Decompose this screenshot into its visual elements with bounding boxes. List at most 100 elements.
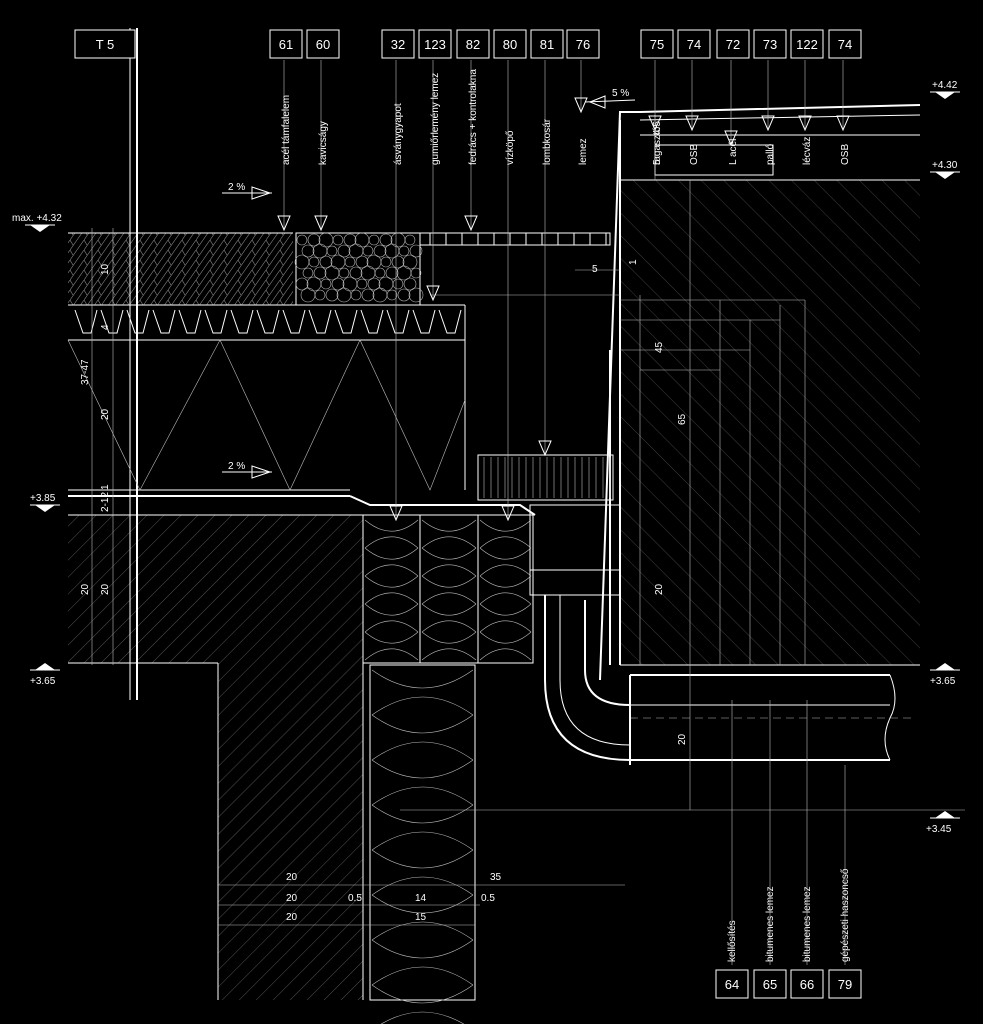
- top-ref-6: 81: [540, 37, 554, 52]
- detail-ref: T 5: [96, 37, 115, 52]
- top-ref-box-1: [306, 29, 340, 59]
- svg-text:15: 15: [415, 912, 427, 923]
- top-ref-12: 122: [796, 37, 818, 52]
- top-label-5: vízköpő: [505, 130, 516, 165]
- bottom-ref-0: 64: [725, 977, 739, 992]
- top-ref-box-13: [828, 29, 862, 59]
- drainage-cells: [74, 309, 462, 334]
- level-345: +3.45: [926, 811, 960, 835]
- top-ref-box-11: [753, 29, 787, 59]
- svg-text:+4.30: +4.30: [932, 160, 958, 171]
- svg-text:4: 4: [100, 324, 111, 330]
- svg-text:20: 20: [100, 408, 111, 420]
- leader-arrow-0: [277, 215, 291, 232]
- svg-text:4.5: 4.5: [652, 121, 663, 135]
- top-ref-box-7: [566, 29, 600, 59]
- top-ref-box-6: [530, 29, 564, 59]
- top-label-13: OSB: [840, 144, 851, 165]
- slope-cap: 5 %: [612, 88, 629, 99]
- top-ref-9: 74: [687, 37, 701, 52]
- leader-arrow-1: [314, 215, 328, 232]
- level-markers: +4.42 +4.30 max. +4.32 +3.85 +3.65 +3.65: [12, 80, 960, 835]
- slope-top: 2 %: [228, 182, 245, 193]
- top-label-11: palló: [765, 143, 776, 165]
- top-ref-box-9: [677, 29, 711, 59]
- leader-arrow-10: [724, 130, 738, 147]
- top-ref-2: 32: [391, 37, 405, 52]
- svg-text:10: 10: [100, 263, 111, 275]
- leader-arrow-12: [798, 115, 812, 132]
- svg-text:20: 20: [677, 733, 688, 745]
- leader-arrow-5: [501, 505, 515, 522]
- svg-text:1: 1: [628, 259, 639, 265]
- level-432: max. +4.32: [12, 213, 62, 232]
- svg-text:20: 20: [80, 583, 91, 595]
- slope-roof: 2 %: [228, 461, 245, 472]
- leader-arrow-3: [426, 285, 440, 302]
- top-ref-box-8: [640, 29, 674, 59]
- svg-text:20: 20: [286, 912, 298, 923]
- top-ref-box-2: [381, 29, 415, 59]
- top-ref-box-5: [493, 29, 527, 59]
- top-ref-13: 74: [838, 37, 852, 52]
- svg-text:0.5: 0.5: [348, 893, 362, 904]
- bottom-ref-box-0: [715, 969, 749, 999]
- svg-text:20: 20: [100, 583, 111, 595]
- mineral-wool: [362, 514, 534, 1024]
- svg-text:+4.42: +4.42: [932, 80, 958, 91]
- svg-text:35: 35: [490, 872, 502, 883]
- top-label-0: acél támfalelem: [281, 95, 292, 165]
- top-label-4: fedrács + kontrolakna: [468, 69, 479, 165]
- bottom-ref-box-3: [828, 969, 862, 999]
- top-label-6: lombkosár: [542, 118, 553, 165]
- level-365-left: +3.65: [30, 663, 60, 687]
- top-ref-box-3: [418, 29, 452, 59]
- svg-text:5: 5: [652, 159, 663, 165]
- slope-markers: 2 % 2 % 5 %: [222, 88, 636, 479]
- bottom-ref-2: 66: [800, 977, 814, 992]
- level-365-right: +3.65: [930, 663, 960, 687]
- svg-text:+3.85: +3.85: [30, 493, 56, 504]
- top-label-9: OSB: [689, 144, 700, 165]
- grating: [419, 232, 621, 596]
- bottom-label-0: kellősítés: [727, 920, 738, 962]
- svg-text:max. +4.32: max. +4.32: [12, 213, 62, 224]
- leader-arrow-4: [464, 215, 478, 232]
- top-label-3: gumiőrlemény lemez: [430, 73, 441, 165]
- svg-text:45: 45: [654, 341, 665, 353]
- svg-text:+3.45: +3.45: [926, 824, 952, 835]
- top-ref-10: 72: [726, 37, 740, 52]
- svg-text:20: 20: [654, 583, 665, 595]
- leader-arrow-7: [574, 97, 588, 114]
- bottom-ref-box-2: [790, 969, 824, 999]
- bottom-label-2: bitumenes lemez: [802, 886, 813, 962]
- top-ref-box-10: [716, 29, 750, 59]
- top-label-8: ragasztó: [652, 126, 663, 165]
- svg-text:65: 65: [677, 413, 688, 425]
- leader-lines: [277, 60, 850, 522]
- top-label-10: L acél: [728, 139, 739, 165]
- concrete-masses: [68, 180, 920, 1000]
- dimension-lines: [91, 115, 965, 926]
- svg-text:2-12: 2-12: [100, 492, 111, 512]
- roof-insulation: [67, 339, 466, 491]
- top-ref-5: 80: [503, 37, 517, 52]
- leader-arrow-8: [648, 115, 662, 132]
- level-442: +4.42: [930, 80, 960, 99]
- svg-text:14: 14: [415, 893, 427, 904]
- svg-text:0.5: 0.5: [481, 893, 495, 904]
- bottom-ref-box-1: [753, 969, 787, 999]
- bottom-ref-3: 79: [838, 977, 852, 992]
- top-label-1: kavicságy: [318, 121, 329, 165]
- svg-text:+3.65: +3.65: [30, 676, 56, 687]
- top-ref-11: 73: [763, 37, 777, 52]
- svg-text:+3.65: +3.65: [930, 676, 956, 687]
- svg-text:5: 5: [592, 264, 598, 275]
- top-ref-8: 75: [650, 37, 664, 52]
- bottom-label-1: bitumenes lemez: [765, 886, 776, 962]
- svg-text:1: 1: [100, 484, 111, 490]
- top-ref-box-0: [269, 29, 303, 59]
